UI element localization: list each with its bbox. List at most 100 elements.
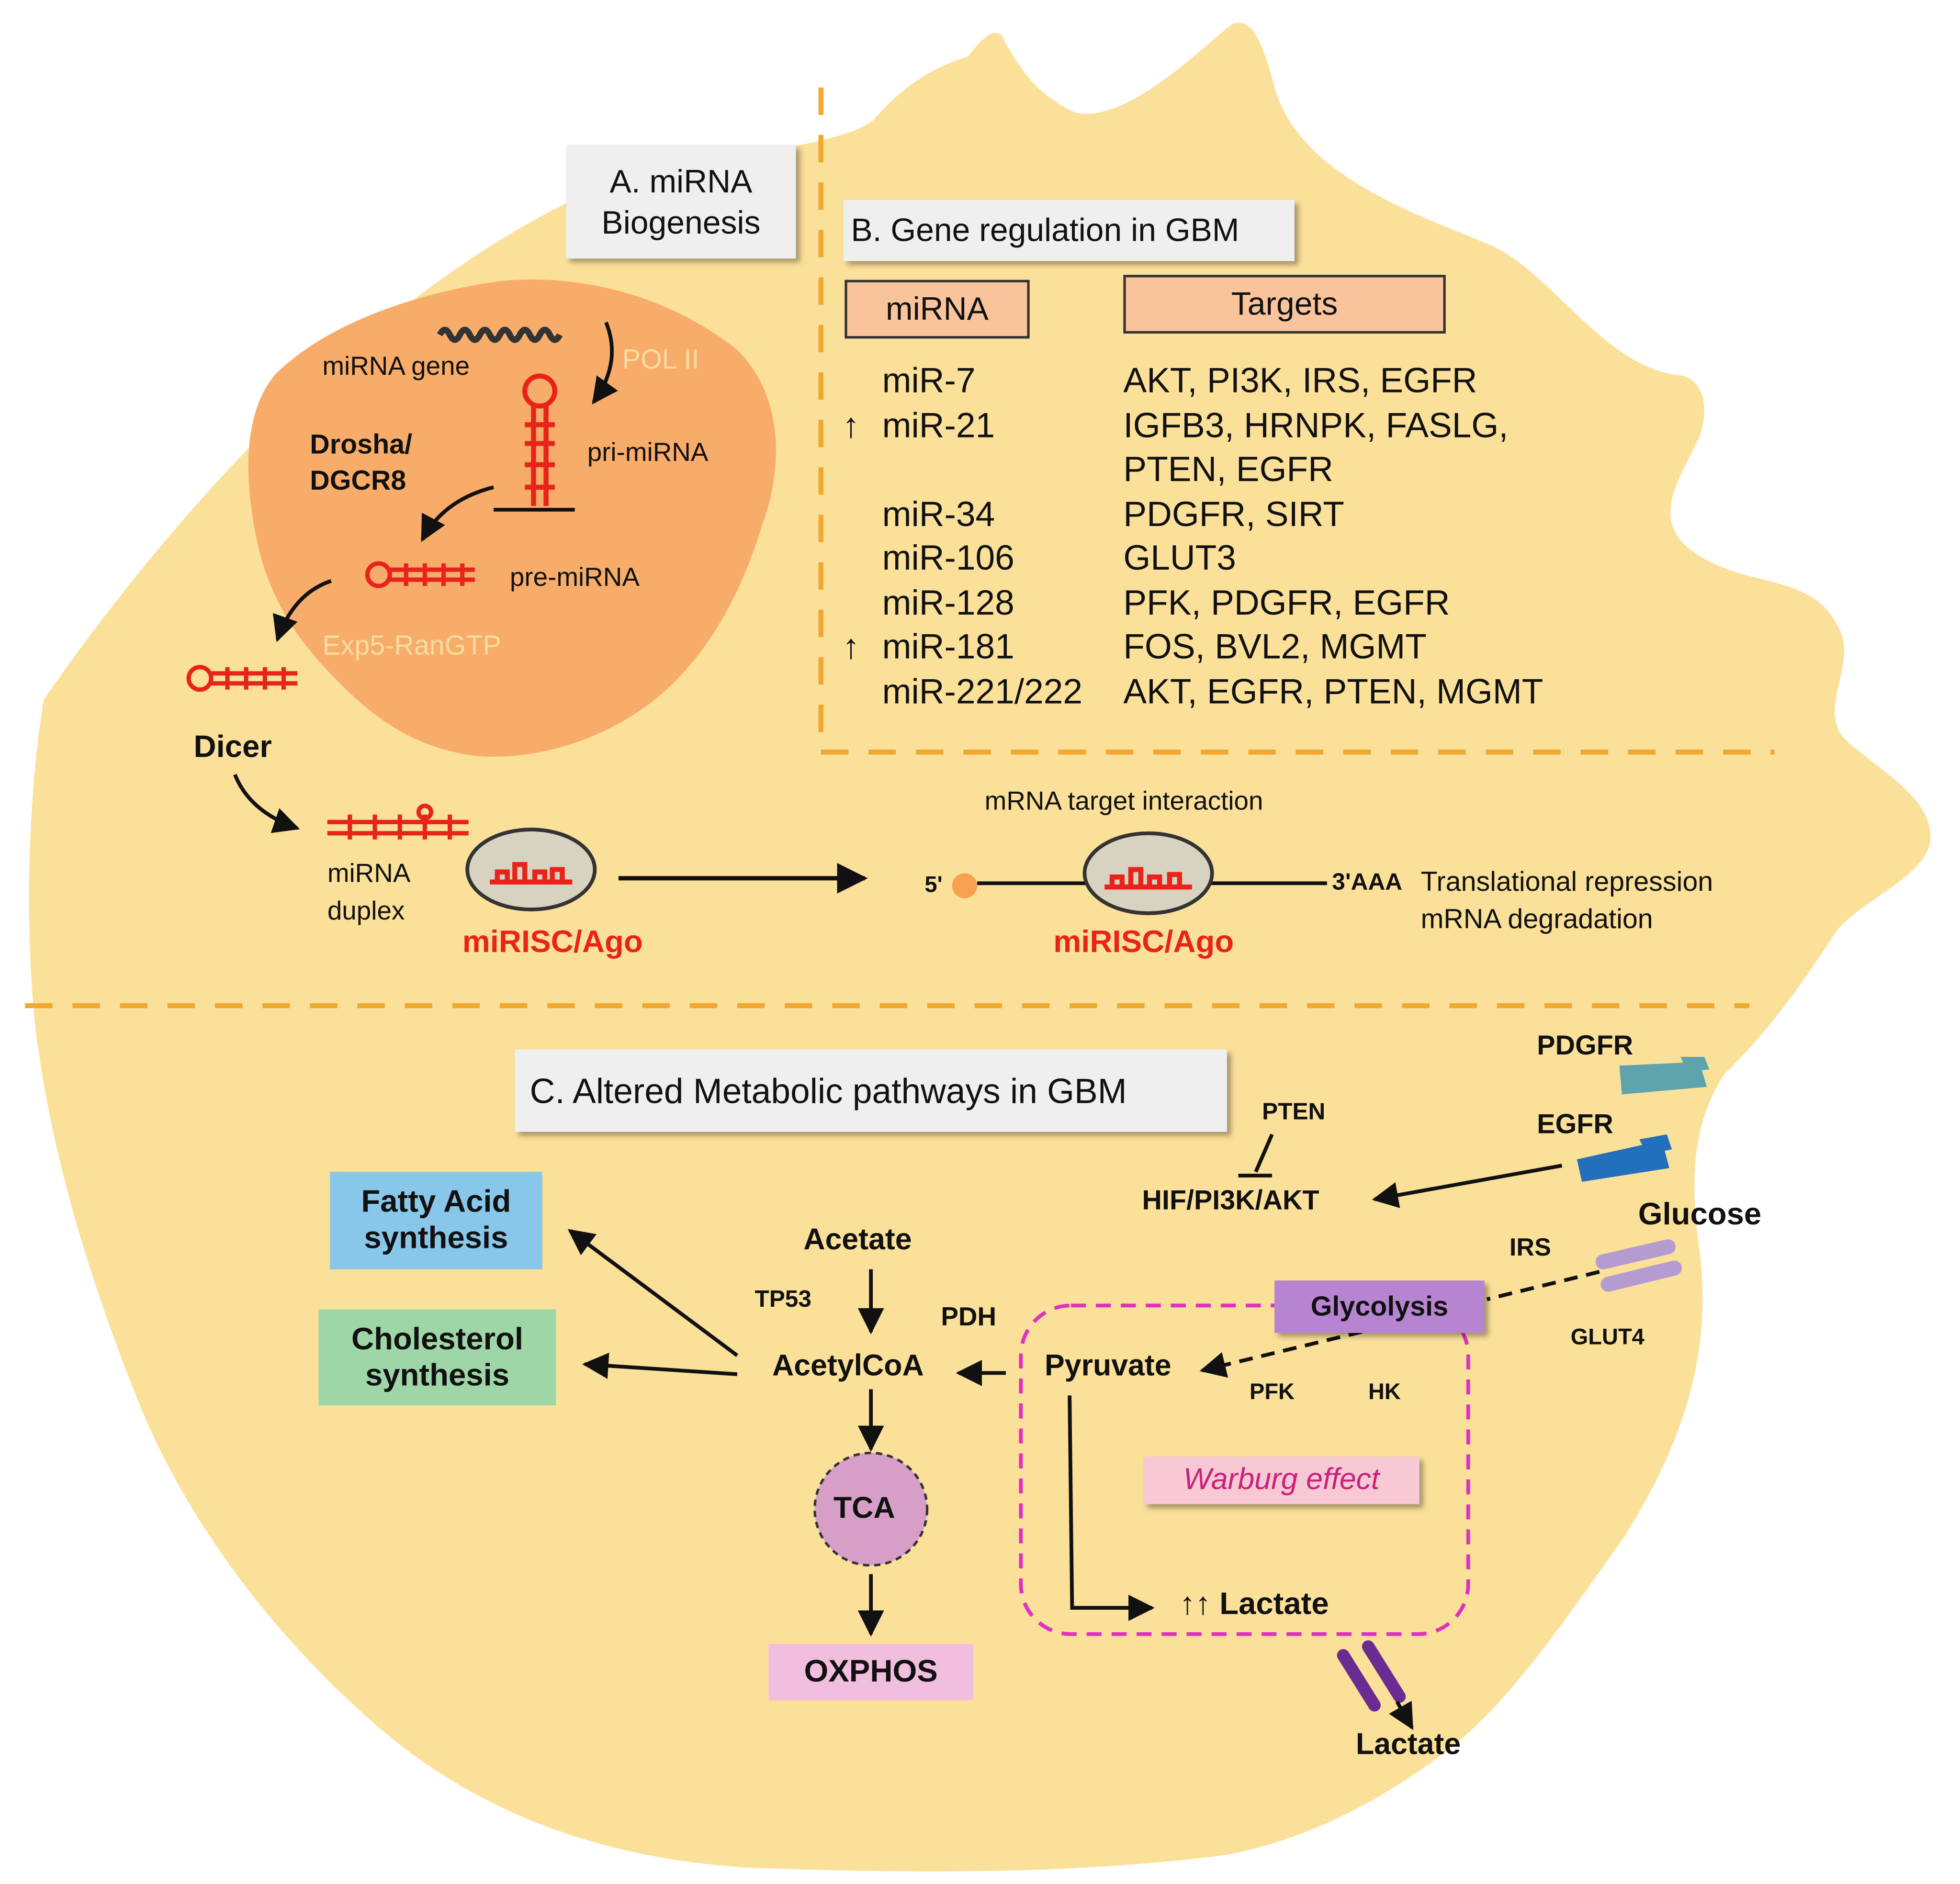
arrow-acetylcoa-to-fatty-acid	[567, 1229, 739, 1357]
acetate-label: Acetate	[803, 1223, 912, 1257]
mirna-name: miR-128	[882, 583, 1014, 622]
glut4-label: GLUT4	[1570, 1324, 1645, 1349]
nucleus	[248, 279, 776, 757]
acetylcoa-label: AcetylCoA	[772, 1349, 924, 1383]
mirisc-ago-label: miRISC/Ago	[462, 924, 643, 960]
mirna-name: miR-106	[882, 538, 1014, 577]
up-indicator: ↑	[842, 627, 860, 666]
outcome-translational-repression: Translational repression	[1420, 865, 1713, 897]
fatty-acid-line1: Fatty Acid	[361, 1184, 511, 1220]
pol2-label: POL II	[622, 343, 699, 375]
exp5-ranGTP-label: Exp5-RanGTP	[322, 629, 501, 661]
mirna-targets: AKT, PI3K, IRS, EGFR	[1123, 361, 1477, 400]
mirna-targets: AKT, EGFR, PTEN, MGMT	[1123, 671, 1543, 710]
pre-mirna-label: pre-miRNA	[509, 563, 640, 593]
cholesterol-line1: Cholesterol	[351, 1321, 523, 1357]
panel-c-title-box: C. Altered Metabolic pathways in GBM	[515, 1049, 1228, 1132]
mirisc-target-label: miRISC/Ago	[1053, 924, 1234, 960]
tca-circle	[813, 1451, 929, 1567]
mirna-targets: IGFB3, HRNPK, FASLG,	[1123, 405, 1509, 444]
mirna-duplex-graphic	[327, 803, 469, 840]
pyruvate-label: Pyruvate	[1044, 1349, 1171, 1383]
arrow-gene-to-pri	[592, 321, 618, 404]
glut4-transporter	[1595, 1239, 1682, 1292]
glycolysis-label: Glycolysis	[1310, 1290, 1449, 1322]
col-header-mirna-text: miRNA	[886, 290, 989, 327]
tp53-label: TP53	[755, 1287, 811, 1313]
arrow-pyruvate-to-lactate	[1068, 1395, 1155, 1621]
mirna-name: miR-21	[882, 405, 995, 444]
mirna-targets: PTEN, EGFR	[1123, 449, 1333, 489]
warburg-box: Warburg effect	[1143, 1457, 1419, 1504]
warburg-region	[1019, 1303, 1470, 1636]
mirna-targets: GLUT3	[1123, 538, 1236, 577]
oxphos-label: OXPHOS	[804, 1654, 938, 1689]
pten-inhibition-line	[1254, 1133, 1274, 1173]
tca-label: TCA	[833, 1492, 895, 1525]
mirna-targets: PDGFR, SIRT	[1123, 494, 1344, 533]
mirna-duplex-label-line1: miRNA	[327, 859, 411, 888]
outcome-mrna-degradation: mRNA degradation	[1420, 903, 1653, 935]
arrow-lactate-export	[1389, 1700, 1414, 1730]
drosha-label-line1: Drosha/	[310, 428, 413, 460]
warburg-label: Warburg effect	[1183, 1463, 1380, 1497]
panel-a-title-line2: Biogenesis	[601, 203, 761, 241]
mirisc-ago-rna	[490, 862, 573, 885]
egfr-receptor	[1577, 1134, 1672, 1182]
panel-a-title-line1: A. miRNA	[609, 161, 753, 200]
pri-mirna-hairpin	[522, 373, 558, 506]
mirisc-target-rna	[1104, 867, 1192, 890]
dicer-label: Dicer	[193, 729, 272, 765]
pfk-label: PFK	[1250, 1379, 1295, 1404]
arrow-pri-to-pre	[420, 485, 494, 542]
mirna-name: miR-221/222	[882, 671, 1083, 710]
pri-mirna-label: pri-miRNA	[587, 438, 709, 468]
panel-c-title: C. Altered Metabolic pathways in GBM	[529, 1071, 1127, 1110]
up-indicator: ↑	[842, 405, 860, 444]
cholesterol-line2: synthesis	[365, 1357, 510, 1392]
col-header-mirna: miRNA	[845, 280, 1030, 339]
arrow-glucose-to-pyruvate	[1202, 1270, 1600, 1370]
mirisc-ago-ellipse	[465, 828, 597, 911]
cytoplasmic-pre-mirna	[186, 665, 298, 692]
arrow-pre-to-cytoplasm	[272, 579, 332, 642]
egfr-label: EGFR	[1537, 1108, 1613, 1140]
mirna-name: miR-181	[882, 627, 1014, 666]
glucose-label: Glucose	[1638, 1197, 1762, 1232]
fatty-acid-line2: synthesis	[364, 1220, 508, 1256]
drosha-label-line2: DGCR8	[310, 464, 406, 496]
pten-label: PTEN	[1262, 1099, 1326, 1126]
mirna-targets: PFK, PDGFR, EGFR	[1123, 583, 1450, 622]
hk-label: HK	[1368, 1379, 1401, 1404]
mirna-duplex-label-line2: duplex	[327, 897, 405, 926]
mirna-name: miR-7	[882, 361, 976, 400]
mrna-target-interaction-label: mRNA target interaction	[984, 787, 1263, 816]
irs-label: IRS	[1509, 1234, 1551, 1262]
arrow-acetylcoa-to-cholesterol	[582, 1353, 738, 1379]
panel-a-title-box: A. miRNA Biogenesis	[566, 145, 796, 259]
fatty-acid-box: Fatty Acid synthesis	[330, 1172, 542, 1269]
pdh-label: PDH	[941, 1303, 997, 1332]
mirna-targets: FOS, BVL2, MGMT	[1123, 627, 1427, 666]
pre-mirna-hairpin	[365, 561, 475, 588]
col-header-targets-text: Targets	[1231, 285, 1338, 323]
panel-b-title-box: B. Gene regulation in GBM	[843, 200, 1295, 261]
panel-b-title: B. Gene regulation in GBM	[851, 211, 1239, 249]
three-prime-label: 3'AAA	[1332, 869, 1403, 896]
arrow-dicer-to-duplex	[233, 774, 300, 833]
five-prime-cap	[952, 873, 978, 898]
mirisc-target-ellipse	[1082, 831, 1214, 915]
glycolysis-box: Glycolysis	[1274, 1280, 1485, 1333]
oxphos-box: OXPHOS	[768, 1644, 974, 1701]
arrow-egfr-to-hif	[1372, 1164, 1563, 1208]
col-header-targets: Targets	[1123, 275, 1446, 334]
lactate-transporter	[1337, 1640, 1406, 1712]
five-prime-label: 5'	[924, 872, 943, 897]
lactate-outer-label: Lactate	[1355, 1727, 1461, 1762]
hif-pi3k-akt-label: HIF/PI3K/AKT	[1142, 1184, 1319, 1216]
mirna-gene-coil	[437, 326, 563, 343]
pdgfr-receptor	[1619, 1057, 1710, 1095]
